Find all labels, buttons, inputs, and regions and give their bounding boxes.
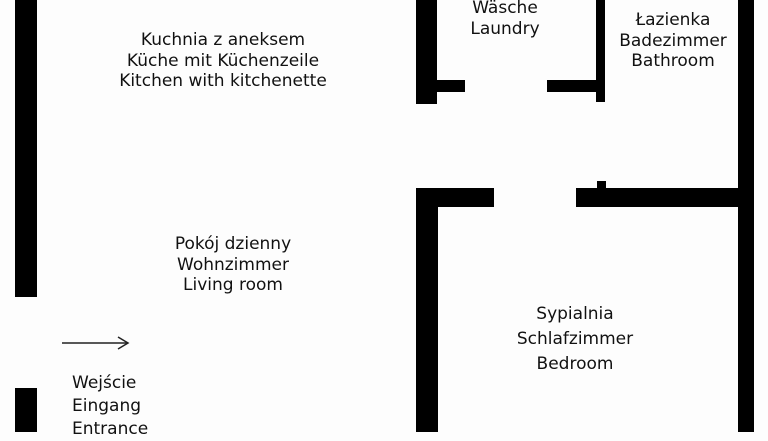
wall-left-lower (15, 388, 37, 432)
bathroom-name-pl: Łazienka (635, 10, 711, 30)
room-label-bathroom: Łazienka Badezimmer Bathroom (608, 10, 738, 72)
bedroom-name-de: Schlafzimmer (516, 329, 634, 349)
wall-bedroom-left (416, 188, 438, 432)
entrance-name-en: Entrance (72, 419, 149, 439)
laundry-name-en: Laundry (470, 18, 540, 39)
living-name-de: Wohnzimmer (177, 254, 289, 275)
kitchen-name-en: Kitchen with kitchenette (119, 71, 327, 91)
bedroom-name-en: Bedroom (536, 354, 614, 374)
room-label-living: Pokój dzienny Wohnzimmer Living room (133, 234, 333, 296)
living-name-pl: Pokój dzienny (174, 234, 292, 254)
room-label-kitchen: Kuchnia z aneksem Küche mit Küchenzeile … (73, 30, 373, 92)
wall-laundry-right (596, 0, 605, 102)
wall-right (738, 0, 754, 432)
wall-left-upper (15, 0, 37, 297)
entrance-name-de: Eingang (72, 396, 142, 416)
wall-laundry-stub-left (437, 80, 465, 92)
wall-laundry-left (416, 0, 437, 104)
wall-bedroom-tab (597, 181, 606, 189)
room-label-laundry: Wäsche Laundry (445, 0, 565, 39)
bedroom-name-pl: Sypialnia (536, 304, 614, 324)
laundry-name-de: Wäsche (472, 0, 538, 18)
wall-laundry-stub-right (547, 80, 599, 92)
wall-bedroom-top-right (576, 188, 738, 207)
kitchen-name-de: Küche mit Küchenzeile (126, 50, 320, 71)
living-name-en: Living room (183, 275, 283, 295)
room-label-bedroom: Sypialnia Schlafzimmer Bedroom (495, 302, 655, 377)
bathroom-name-de: Badezimmer (619, 30, 727, 51)
bathroom-name-en: Bathroom (631, 51, 715, 71)
kitchen-name-pl: Kuchnia z aneksem (140, 30, 306, 50)
room-label-entrance: Wejście Eingang Entrance (72, 372, 148, 441)
arrow-right-icon (62, 336, 130, 350)
entrance-name-pl: Wejście (72, 373, 137, 393)
